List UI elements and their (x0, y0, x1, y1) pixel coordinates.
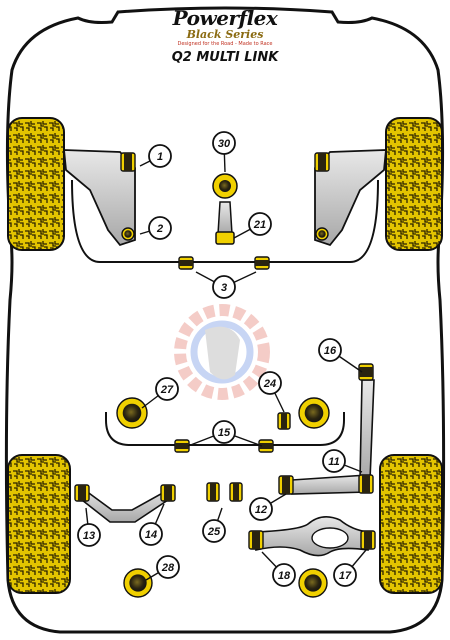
bush-core-15 (282, 476, 290, 494)
callout-label-3: 3 (221, 282, 227, 294)
bush-core-16 (362, 475, 370, 493)
watermark-logo (174, 304, 270, 400)
callout-label-25: 25 (207, 526, 221, 538)
brand-series: Black Series (186, 28, 264, 41)
bush-core-21 (304, 574, 322, 592)
front-anti-roll-bar (71, 179, 379, 263)
callout-circle-12 (249, 497, 273, 521)
callout-label-2: 2 (156, 223, 163, 235)
callout-label-17: 17 (339, 570, 352, 582)
bush-core-14 (233, 483, 239, 501)
bush-core-18 (252, 531, 260, 549)
callout-circle-2 (148, 216, 172, 240)
callout-label-14: 14 (145, 529, 157, 541)
rear-upper-link (359, 379, 375, 481)
callout-circle-24 (258, 371, 282, 395)
model-title: Q2 MULTI LINK (171, 50, 279, 65)
bush-core-4 (179, 260, 193, 266)
bush-core-6 (122, 403, 142, 423)
bush-core-17 (359, 367, 373, 377)
bush-core-10 (259, 443, 273, 449)
bush-core-8 (281, 413, 287, 429)
callout-label-21: 21 (253, 219, 266, 231)
callout-circle-18 (272, 563, 296, 587)
brand-name: Powerflex (172, 6, 278, 30)
tyre-front-right (385, 117, 443, 251)
callout-label-28: 28 (161, 562, 175, 574)
callout-circle-17 (333, 563, 357, 587)
bush-core-3 (318, 230, 326, 238)
bush-core-12 (164, 485, 172, 501)
callout-label-24: 24 (263, 378, 276, 390)
car-body-outline (4, 6, 446, 634)
callout-circle-3 (212, 275, 236, 299)
callout-circle-11 (322, 449, 346, 473)
callout-circle-30 (212, 131, 236, 155)
bush-core-7 (304, 403, 324, 423)
rear-left-lower-arm (81, 486, 169, 523)
bush-core-0 (124, 153, 132, 171)
callout-circle-28 (156, 555, 180, 579)
tyre-front-left (7, 117, 65, 251)
callout-label-11: 11 (328, 456, 339, 468)
bush-core-1 (318, 153, 326, 171)
callout-circle-21 (248, 212, 272, 236)
bush-core-11 (78, 485, 86, 501)
tyre-rear-right (379, 454, 443, 594)
bush-core-5 (255, 260, 269, 266)
bush-core-9 (175, 443, 189, 449)
callout-label-30: 30 (218, 138, 231, 150)
callout-label-13: 13 (83, 530, 95, 542)
brand-tagline: Designed for the Road - Made to Race (177, 41, 273, 47)
bush-core-2 (124, 230, 132, 238)
callout-label-16: 16 (324, 345, 337, 357)
callout-circle-14 (139, 522, 163, 546)
callout-label-18: 18 (278, 570, 291, 582)
callout-circle-25 (202, 519, 226, 543)
callout-label-27: 27 (160, 384, 174, 396)
callout-circle-27 (155, 377, 179, 401)
callout-label-12: 12 (255, 504, 267, 516)
bush-core-13 (210, 483, 216, 501)
tyre-rear-left (7, 454, 71, 594)
callout-circle-16 (318, 338, 342, 362)
rear-anti-roll-bar (105, 412, 345, 446)
bush-core-19 (364, 531, 372, 549)
callout-label-1: 1 (157, 151, 163, 163)
callout-circle-15 (212, 420, 236, 444)
callout-circle-1 (148, 144, 172, 168)
rear-trailing-arm (291, 474, 369, 495)
bush-group (74, 152, 376, 598)
callout-label-15: 15 (218, 427, 231, 439)
bush-core-20 (129, 574, 147, 592)
callout-circle-13 (77, 523, 101, 547)
dog-bone-mount (217, 201, 233, 235)
